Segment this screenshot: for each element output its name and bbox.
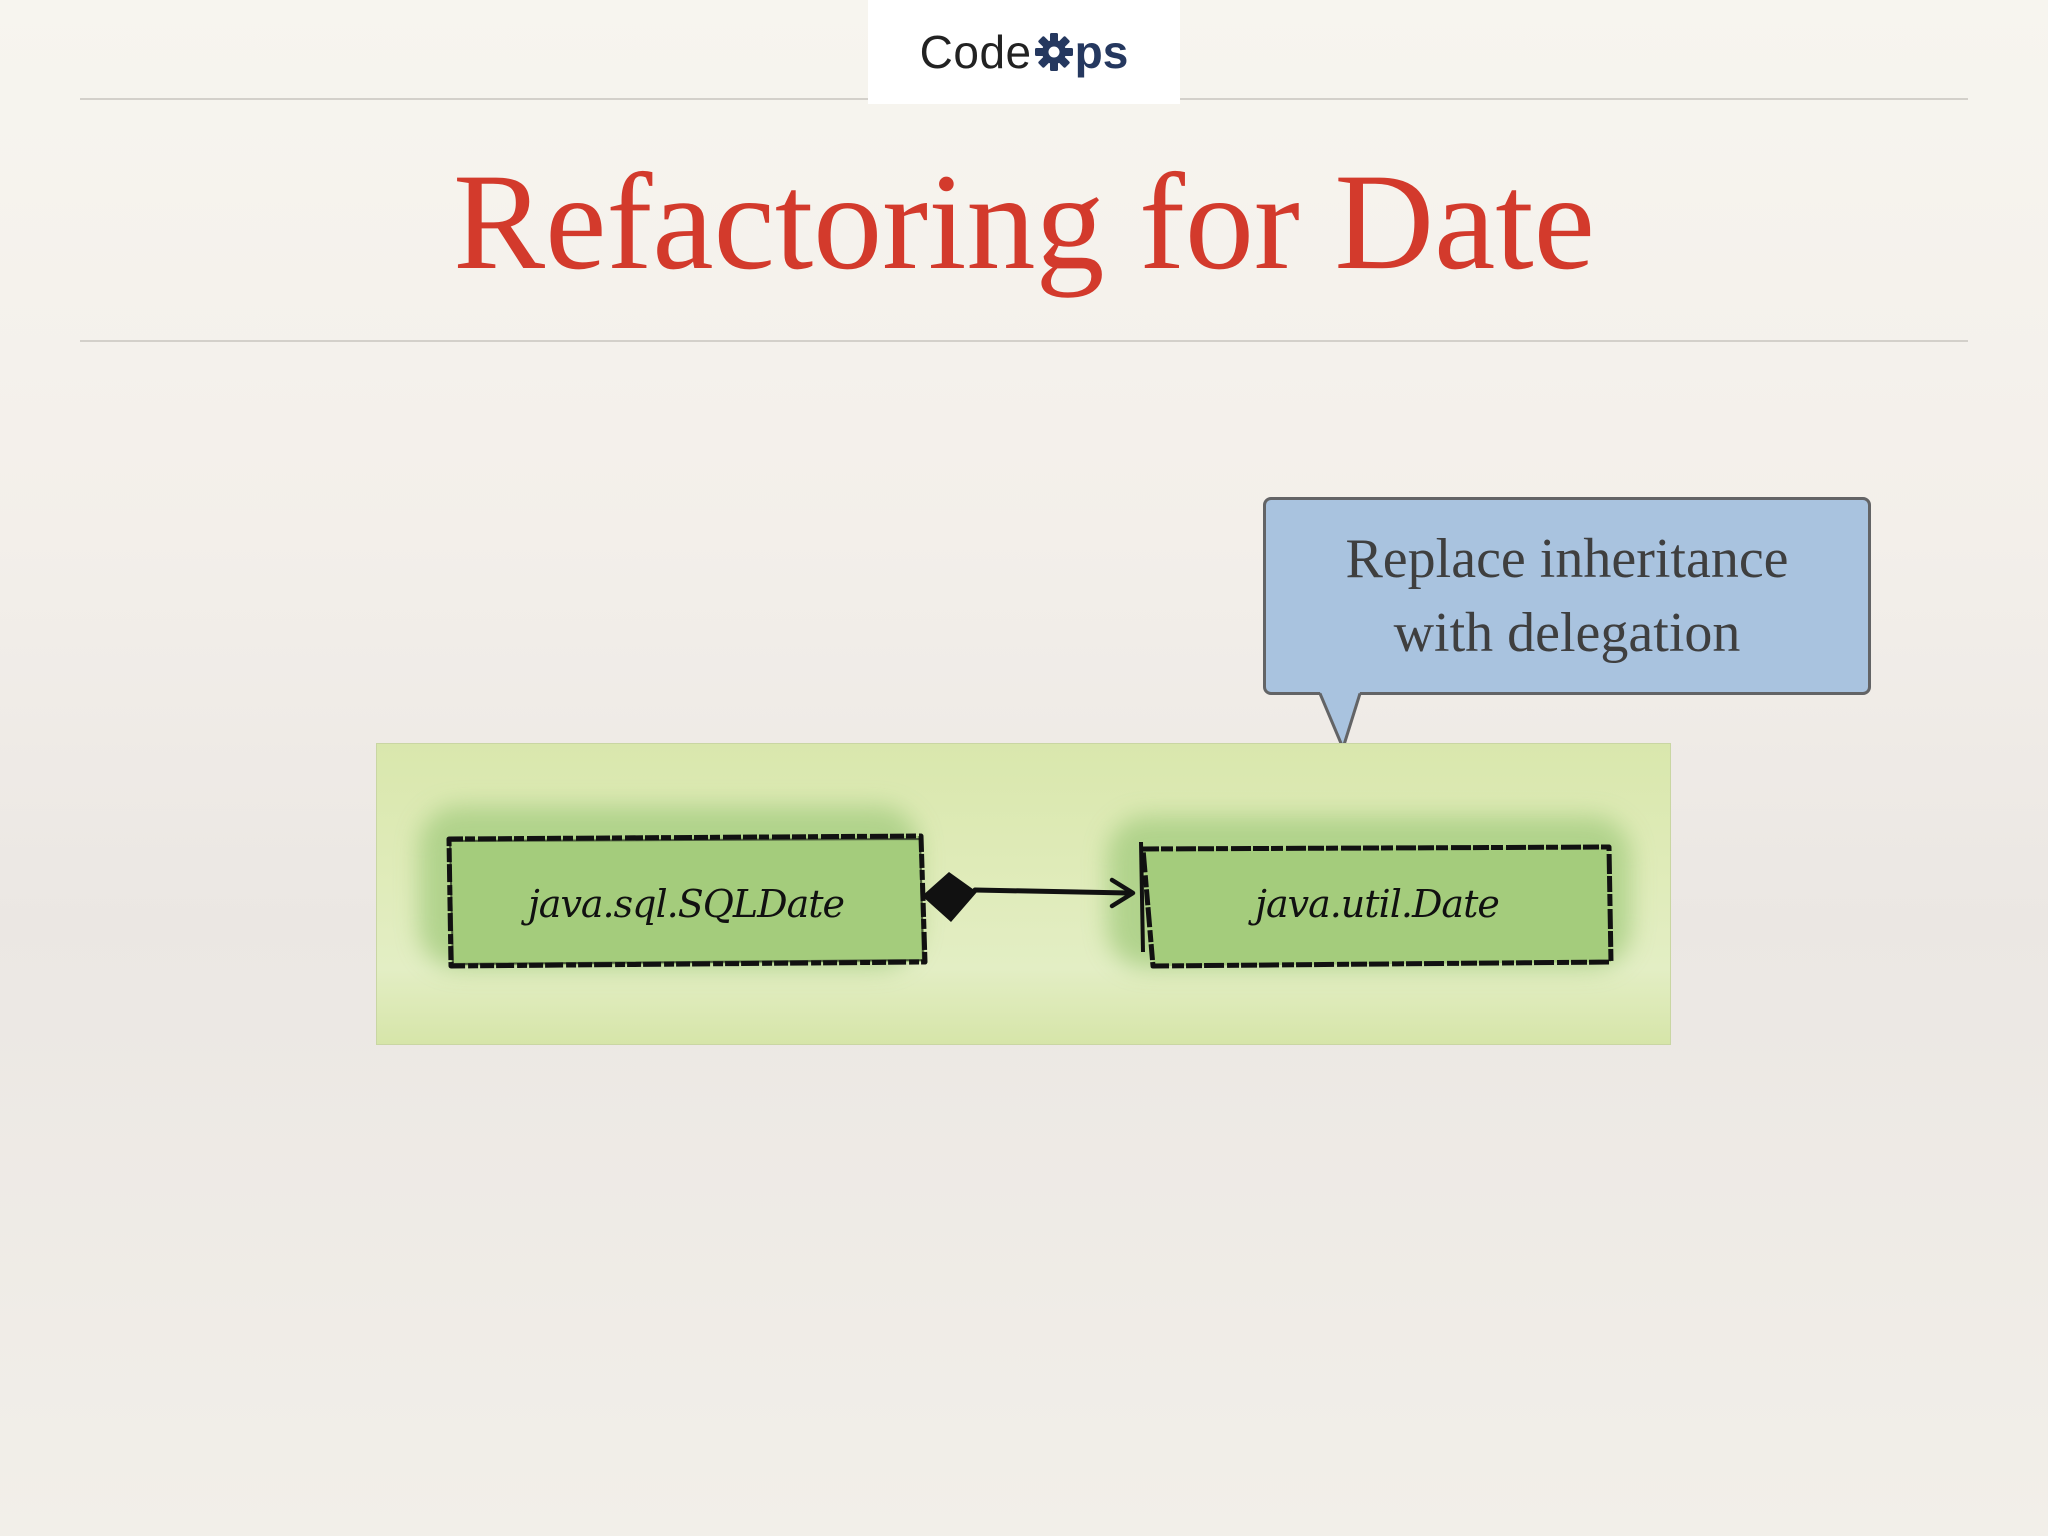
class-label-sqldate: java.sql.SQLDate bbox=[528, 882, 845, 926]
class-label-util-date: java.util.Date bbox=[1255, 882, 1500, 926]
class-box-sqldate bbox=[446, 833, 928, 969]
callout-bubble: Replace inheritance with delegation bbox=[1263, 497, 1871, 695]
slide-title: Refactoring for Date bbox=[453, 145, 1595, 298]
logo-text-code: Code bbox=[919, 26, 1032, 78]
right-box-left-edge bbox=[1139, 841, 1145, 953]
codeops-logo: Code ps bbox=[868, 0, 1180, 104]
logo-text-ps: ps bbox=[1074, 26, 1129, 78]
composition-arrow bbox=[922, 872, 1136, 922]
arrow-head bbox=[1109, 877, 1136, 909]
callout-text: Replace inheritance with delegation bbox=[1345, 522, 1788, 670]
title-divider bbox=[80, 340, 1968, 342]
class-diagram: java.sql.SQLDate java.util.Date bbox=[376, 743, 1671, 1045]
class-box-util-date bbox=[1139, 841, 1614, 969]
diagram-canvas bbox=[419, 806, 1631, 969]
composition-diamond bbox=[922, 872, 977, 922]
callout-line-1: Replace inheritance bbox=[1345, 528, 1789, 590]
callout-line-2: with delegation bbox=[1393, 602, 1741, 664]
gear-icon bbox=[1034, 33, 1073, 71]
